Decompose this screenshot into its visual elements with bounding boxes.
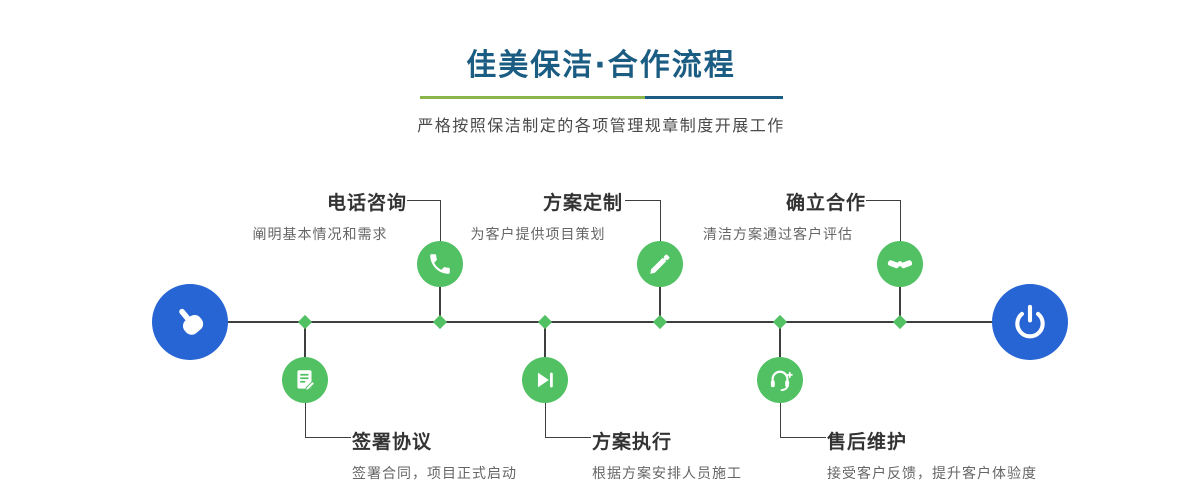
- page-subtitle: 严格按照保洁制定的各项管理规章制度开展工作: [417, 116, 785, 135]
- node-stem: [304, 322, 306, 357]
- start-terminal: [152, 284, 228, 360]
- step-node-phone: [417, 241, 463, 287]
- title-underline: [420, 96, 783, 99]
- step-label-contract: 签署协议 签署合同，项目正式启动: [352, 427, 652, 483]
- step-desc: 根据方案安排人员施工: [592, 466, 742, 482]
- step-label-phone: 电话咨询 阐明基本情况和需求: [233, 188, 407, 244]
- step-desc: 为客户提供项目策划: [470, 227, 606, 243]
- timeline-node-marker: [297, 314, 313, 330]
- timeline-node-marker: [772, 314, 788, 330]
- step-desc: 阐明基本情况和需求: [252, 227, 388, 243]
- step-title: 方案定制: [542, 192, 623, 214]
- label-connector: [545, 403, 591, 438]
- timeline-node-marker: [892, 314, 908, 330]
- play-next-icon: [537, 372, 553, 388]
- pencil-ruler-icon: [650, 254, 670, 274]
- headset-plus-icon: [770, 370, 793, 392]
- pointing-hand-icon: [179, 308, 204, 335]
- timeline-node-marker: [432, 314, 448, 330]
- phone-icon: [430, 254, 450, 274]
- end-terminal: [992, 284, 1068, 360]
- node-stem: [659, 287, 661, 322]
- step-desc: 签署合同，项目正式启动: [352, 466, 517, 482]
- step-title: 签署协议: [352, 431, 433, 453]
- step-node-execution: [522, 357, 568, 403]
- step-node-cooperation: [877, 241, 923, 287]
- step-desc: 接受客户反馈，提升客户体验度: [827, 466, 1037, 482]
- step-title: 售后维护: [827, 431, 908, 453]
- timeline: [200, 321, 1030, 323]
- step-label-execution: 方案执行 根据方案安排人员施工: [592, 427, 892, 483]
- underline-blue-segment: [645, 96, 783, 99]
- timeline-node-marker: [652, 314, 668, 330]
- step-desc: 清洁方案通过客户评估: [703, 227, 853, 243]
- step-title: 确立合作: [785, 192, 866, 214]
- label-connector: [305, 403, 351, 438]
- step-node-plan: [637, 241, 683, 287]
- node-stem: [779, 322, 781, 357]
- step-node-aftersales: [757, 357, 803, 403]
- node-stem: [899, 287, 901, 322]
- label-connector: [866, 200, 901, 242]
- timeline-node-marker: [537, 314, 553, 330]
- contract-icon: [297, 370, 316, 391]
- label-connector: [780, 403, 826, 438]
- label-connector: [407, 200, 441, 242]
- step-title: 电话咨询: [326, 192, 407, 214]
- step-label-aftersales: 售后维护 接受客户反馈，提升客户体验度: [827, 427, 1147, 483]
- step-node-contract: [282, 357, 328, 403]
- node-stem: [544, 322, 546, 357]
- underline-green-segment: [420, 96, 646, 99]
- step-title: 方案执行: [592, 431, 673, 453]
- step-label-plan: 方案定制 为客户提供项目策划: [453, 188, 623, 244]
- node-stem: [439, 287, 441, 322]
- power-icon: [1015, 304, 1045, 339]
- handshake-icon: [887, 260, 913, 269]
- page-title: 佳美保洁·合作流程: [466, 48, 736, 83]
- label-connector: [625, 200, 661, 242]
- step-label-cooperation: 确立合作 清洁方案通过客户评估: [690, 188, 866, 244]
